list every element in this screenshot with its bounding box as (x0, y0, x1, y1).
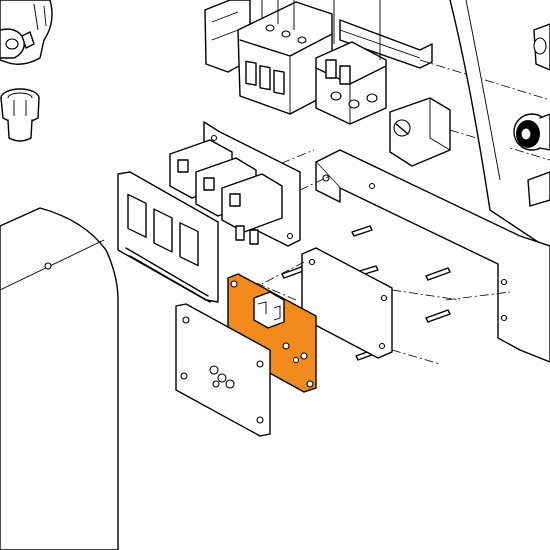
terminal-block-part (389, 97, 550, 167)
pipe-fitting-part (0, 88, 40, 142)
rotary-knob-part (513, 113, 550, 207)
relay-board-part (169, 121, 301, 247)
enclosure-side-panel (449, 0, 550, 251)
pump-body-part (0, 0, 53, 65)
mounting-plate-part (249, 149, 550, 363)
circuit-breaker-part (204, 0, 333, 115)
contactor-relay-part (315, 0, 387, 125)
front-cover-plate (175, 303, 271, 437)
din-rail-part (339, 19, 550, 101)
main-housing-body (0, 207, 119, 550)
front-window-panel (117, 171, 219, 303)
